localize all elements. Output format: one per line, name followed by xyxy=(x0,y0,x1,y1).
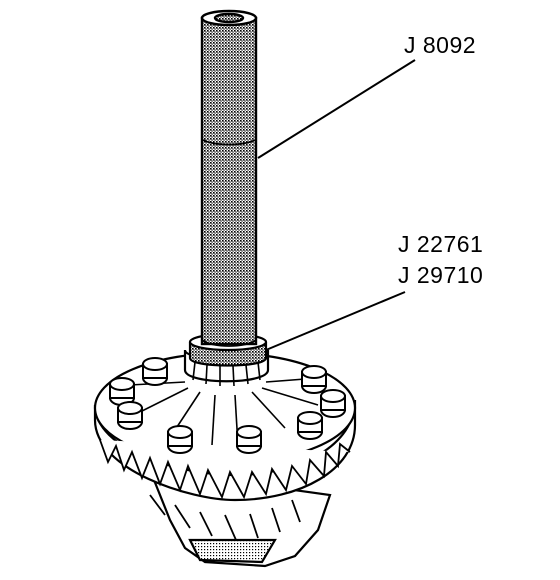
label-j22761: J 22761 xyxy=(398,231,484,257)
driver-handle xyxy=(200,9,258,347)
bolt-head xyxy=(167,425,193,454)
bolt-head xyxy=(297,411,323,440)
leader-lines xyxy=(257,59,416,351)
label-j29710: J 29710 xyxy=(398,262,484,288)
bolt-head xyxy=(117,401,143,430)
bolt-head xyxy=(109,377,135,406)
label-j8092: J 8092 xyxy=(404,32,477,58)
leader-line-j8092 xyxy=(257,59,416,159)
differential-case xyxy=(93,351,357,568)
bolt-head xyxy=(236,425,262,454)
bolt-head xyxy=(142,357,168,386)
bolt-head xyxy=(320,389,346,418)
bolt-head xyxy=(301,365,327,394)
ring-gear-bolts xyxy=(109,357,346,454)
leader-line-j22761 xyxy=(265,291,406,351)
